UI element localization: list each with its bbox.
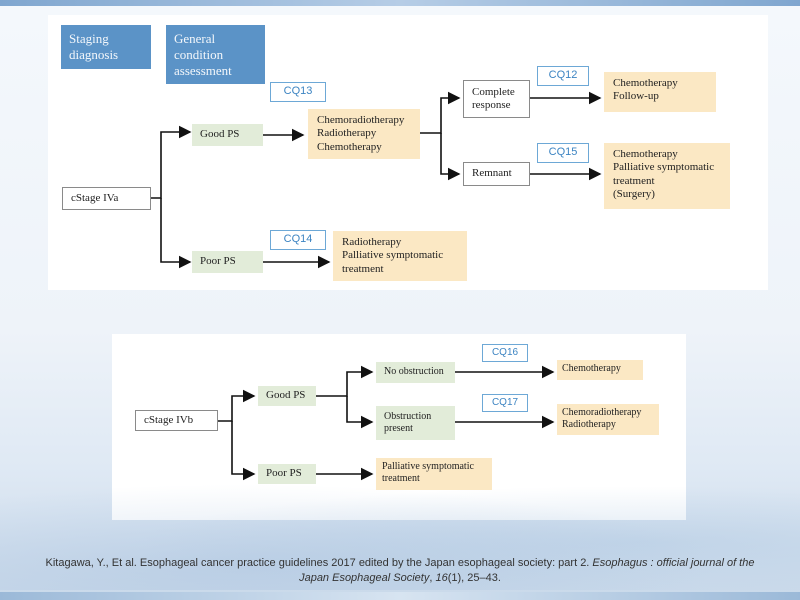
citation-comma: , bbox=[429, 571, 436, 584]
cq14-badge: CQ14 bbox=[270, 230, 326, 250]
line-root-to-poor-b bbox=[231, 421, 256, 481]
citation-pages: (1), 25–43. bbox=[447, 571, 501, 584]
no-obstruction-treatment: Chemotherapy bbox=[557, 360, 643, 380]
no-obstruction-node: No obstruction bbox=[376, 362, 455, 383]
good-ps-treatment-a: Chemoradiotherapy Radiotherapy Chemother… bbox=[308, 109, 420, 159]
cstage-ivb-node: cStage IVb bbox=[135, 410, 218, 431]
citation: Kitagawa, Y., Et al. Esophageal cancer p… bbox=[38, 556, 762, 586]
line-root-to-poor-a bbox=[160, 198, 192, 269]
good-ps-node-b: Good PS bbox=[258, 386, 316, 406]
good-ps-node-a: Good PS bbox=[192, 124, 263, 146]
slide-top-bar bbox=[0, 0, 800, 6]
remnant-node: Remnant bbox=[463, 162, 530, 186]
cq12-badge: CQ12 bbox=[537, 66, 589, 86]
citation-volume: 16 bbox=[435, 571, 448, 584]
poor-ps-treatment-a: Radiotherapy Palliative symptomatic trea… bbox=[333, 231, 467, 281]
poor-ps-treatment-b: Palliative symptomatic treatment bbox=[376, 458, 492, 490]
complete-response-treatment: Chemotherapy Follow-up bbox=[604, 72, 716, 112]
line-root-to-good-a bbox=[151, 125, 192, 199]
poor-ps-node-a: Poor PS bbox=[192, 251, 263, 273]
cq15-badge: CQ15 bbox=[537, 143, 589, 163]
line-root-to-good-b bbox=[218, 389, 256, 422]
line-to-obstruction bbox=[346, 396, 374, 429]
line-to-remnant bbox=[440, 133, 461, 181]
citation-journal: Esophagus : official journal of the Japa… bbox=[299, 557, 755, 584]
remnant-treatment: Chemotherapy Palliative symptomatic trea… bbox=[604, 143, 730, 209]
obstruction-treatment: Chemoradiotherapy Radiotherapy bbox=[557, 404, 659, 435]
slide-bottom-bar bbox=[0, 592, 800, 600]
citation-authors: Kitagawa, Y., Et al. Esophageal cancer p… bbox=[45, 557, 593, 569]
complete-response-node: Complete response bbox=[463, 80, 530, 118]
line-to-complete bbox=[420, 91, 461, 134]
cq13-badge: CQ13 bbox=[270, 82, 326, 102]
background-wave bbox=[0, 470, 800, 590]
cstage-iva-node: cStage IVa bbox=[62, 187, 151, 210]
poor-ps-node-b: Poor PS bbox=[258, 464, 316, 484]
general-condition-header: General condition assessment bbox=[166, 25, 265, 84]
staging-diagnosis-header: Staging diagnosis bbox=[61, 25, 151, 69]
obstruction-present-node: Obstruction present bbox=[376, 406, 455, 440]
line-to-no-obstruction bbox=[316, 365, 374, 397]
cq17-badge: CQ17 bbox=[482, 394, 528, 412]
cq16-badge: CQ16 bbox=[482, 344, 528, 362]
